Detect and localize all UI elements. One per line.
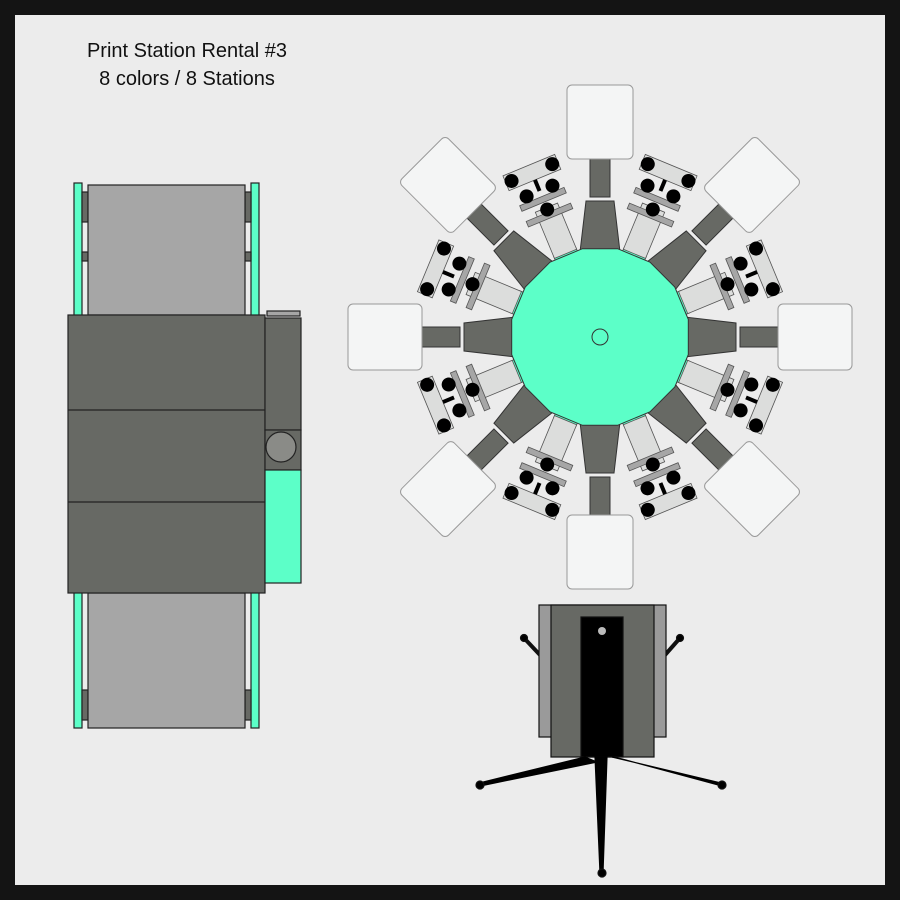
knob (640, 157, 655, 172)
knob (645, 457, 660, 472)
pallet-station (684, 303, 853, 371)
knob (720, 382, 735, 397)
dryer-belt-outfeed (87, 592, 246, 729)
knob (640, 178, 655, 193)
platen (400, 441, 496, 537)
platen (566, 514, 634, 590)
pallet-arm (589, 156, 611, 198)
knob (420, 377, 435, 392)
knob (640, 481, 655, 496)
title-line-1: Print Station Rental #3 (86, 40, 288, 62)
title-line-2: 8 colors / 8 Stations (99, 68, 275, 90)
press-center-hub (511, 248, 689, 426)
knob (452, 403, 467, 418)
flash-cure-unit (475, 604, 727, 878)
print-head (620, 153, 698, 265)
knob (744, 377, 759, 392)
knob (765, 377, 780, 392)
pallet-station (645, 137, 800, 292)
knob (545, 178, 560, 193)
pallet-arm (589, 476, 611, 518)
dryer-gauge (265, 431, 297, 463)
knob (645, 202, 660, 217)
knob (749, 241, 764, 256)
dryer-panel-mint (264, 469, 302, 584)
dryer-belt-infeed (87, 184, 246, 316)
knob (540, 202, 555, 217)
knob (545, 502, 560, 517)
knob (545, 157, 560, 172)
conveyor-dryer (67, 182, 302, 729)
knob (681, 486, 696, 501)
knob (733, 403, 748, 418)
knob (640, 502, 655, 517)
knob (452, 256, 467, 271)
pallet-arm-base (463, 316, 516, 358)
knob (519, 189, 534, 204)
flash-stand-legs (478, 756, 723, 874)
platen (400, 137, 496, 233)
knob (733, 256, 748, 271)
pallet-station (566, 84, 634, 253)
knob (545, 481, 560, 496)
knob (540, 457, 555, 472)
press-center-shaft (591, 328, 609, 346)
knob (765, 282, 780, 297)
knob (749, 418, 764, 433)
knob (720, 277, 735, 292)
pallet-arm-base (684, 316, 737, 358)
knob (465, 277, 480, 292)
print-head (502, 409, 580, 521)
pallet-arm-base (579, 421, 621, 474)
dryer-chamber (67, 314, 266, 594)
platen (566, 84, 634, 160)
pallet-arm (419, 326, 461, 348)
knob (420, 282, 435, 297)
knob (504, 173, 519, 188)
flash-lamp (580, 616, 624, 758)
knob (504, 486, 519, 501)
platen (704, 137, 800, 233)
knob (436, 241, 451, 256)
knob (681, 173, 696, 188)
knob (441, 282, 456, 297)
knob (441, 377, 456, 392)
carousel-press (347, 84, 853, 590)
knob (519, 470, 534, 485)
platen (347, 303, 423, 371)
pallet-arm-base (579, 200, 621, 253)
knob (465, 382, 480, 397)
knob (666, 470, 681, 485)
print-head (620, 409, 698, 521)
knob (666, 189, 681, 204)
knob (744, 282, 759, 297)
knob (436, 418, 451, 433)
pallet-station (566, 421, 634, 590)
print-head (672, 357, 784, 435)
platen (704, 441, 800, 537)
pallet-arm (739, 326, 781, 348)
platen (777, 303, 853, 371)
pallet-station (347, 303, 516, 371)
dryer-control-box (264, 317, 302, 431)
